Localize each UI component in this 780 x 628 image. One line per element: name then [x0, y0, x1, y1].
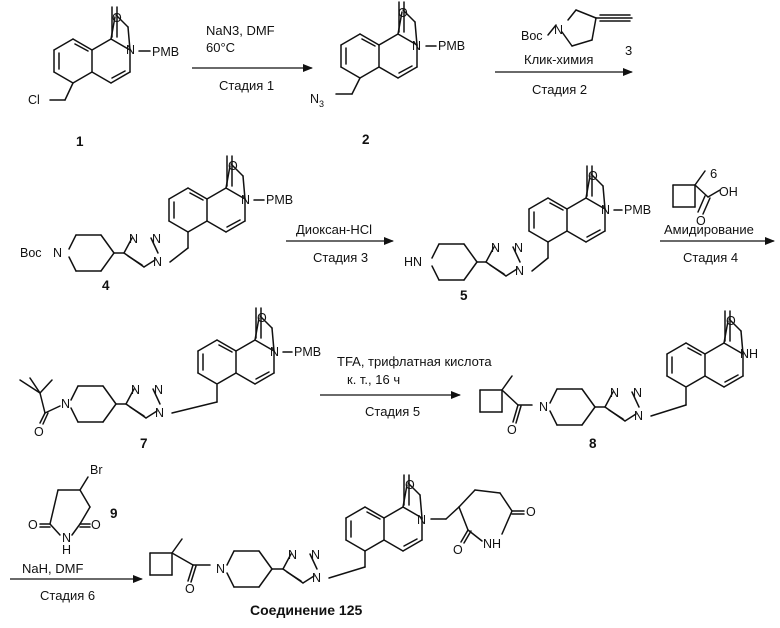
- compound-4-label: 4: [102, 278, 110, 293]
- compound-2-label: 2: [362, 132, 370, 147]
- atom-n-tz-c-7: N: [155, 406, 164, 420]
- atom-o-a-125: O: [526, 505, 536, 519]
- atom-boc-4: Boc: [20, 246, 42, 260]
- step5-label: Стадия 5: [365, 404, 420, 419]
- compound-8-structure: [480, 311, 743, 425]
- atom-o-8: O: [726, 314, 736, 328]
- atom-n-tz-b-8: N: [633, 386, 642, 400]
- step4-label: Стадия 4: [683, 250, 738, 265]
- compound-4-structure: [69, 156, 264, 271]
- compound-5-label: 5: [460, 288, 468, 303]
- atom-n-7: N: [270, 345, 279, 359]
- atom-n-tz-a-7: N: [131, 383, 140, 397]
- reagent-9-structure: [40, 477, 90, 535]
- atom-n-tz-c-5: N: [515, 264, 524, 278]
- atom-n-5: N: [601, 203, 610, 217]
- atom-n-tz-c-4: N: [153, 255, 162, 269]
- atom-o-4: O: [228, 159, 238, 173]
- step2-reagent: Клик-химия: [524, 52, 593, 67]
- atom-o-5: O: [588, 169, 598, 183]
- atom-n-4: N: [241, 193, 250, 207]
- atom-o-carbonyl-125: O: [185, 582, 195, 596]
- atom-n-tz-a-8: N: [610, 386, 619, 400]
- compound-3-label: 3: [625, 43, 632, 58]
- atom-o-125: O: [405, 478, 415, 492]
- atom-oh-6: OH: [719, 185, 738, 199]
- atom-n-tz-c-125: N: [312, 571, 321, 585]
- atom-boc-3: Boc: [521, 29, 543, 43]
- atom-o-b-125: O: [453, 543, 463, 557]
- atom-pmb-2: PMB: [438, 39, 465, 53]
- atom-n-tz-b-5: N: [514, 241, 523, 255]
- atom-pmb-5: PMB: [624, 203, 651, 217]
- compound-1-label: 1: [76, 134, 84, 149]
- atom-n-tz-c-8: N: [634, 409, 643, 423]
- atom-o-1: O: [112, 11, 122, 25]
- atom-n-tz-b-4: N: [152, 232, 161, 246]
- atom-nh-125: NH: [483, 537, 501, 551]
- atom-n-pip-8: N: [539, 400, 548, 414]
- atom-o-carbonyl-8: O: [507, 423, 517, 437]
- atom-pmb-4: PMB: [266, 193, 293, 207]
- compound-125-label: Соединение 125: [250, 602, 362, 618]
- atom-n-tz-b-125: N: [311, 548, 320, 562]
- step5-conditions: к. т., 16 ч: [347, 372, 400, 387]
- atom-n-tz-a-4: N: [129, 232, 138, 246]
- atom-n-tz-b-7: N: [154, 383, 163, 397]
- step2-label: Стадия 2: [532, 82, 587, 97]
- atom-hn-5: HN: [404, 255, 422, 269]
- step1-label: Стадия 1: [219, 78, 274, 93]
- atom-n-pip-125: N: [216, 562, 225, 576]
- atom-o-7: O: [257, 311, 267, 325]
- atom-h-9: H: [62, 543, 71, 557]
- atom-cl-1: Cl: [28, 93, 40, 107]
- step6-label: Стадия 6: [40, 588, 95, 603]
- atom-pmb-7: PMB: [294, 345, 321, 359]
- compound-9-label: 9: [110, 506, 118, 521]
- step1-reagent: NaN3, DMF: [206, 23, 275, 38]
- atom-n-2: N: [412, 39, 421, 53]
- atom-pmb-1: PMB: [152, 45, 179, 59]
- atom-n-tz-a-125: N: [288, 548, 297, 562]
- atom-nh-8: NH: [740, 347, 758, 361]
- atom-n-pip-7: N: [61, 397, 70, 411]
- step3-reagent: Диоксан-HCl: [296, 222, 372, 237]
- atom-azide-n-2: N3: [310, 92, 324, 109]
- compound-5-structure: [432, 166, 622, 280]
- step3-label: Стадия 3: [313, 250, 368, 265]
- atom-o-b-9: O: [91, 518, 101, 532]
- compound-8-label: 8: [589, 436, 597, 451]
- atom-o-a-9: O: [28, 518, 38, 532]
- step4-reagent: Амидирование: [664, 222, 754, 237]
- step6-reagent: NaH, DMF: [22, 561, 83, 576]
- atom-n-core-125: N: [417, 513, 426, 527]
- step1-temperature: 60°C: [206, 40, 235, 55]
- step5-reagent: TFA, трифлатная кислота: [337, 354, 492, 369]
- atom-n-tz-a-5: N: [491, 241, 500, 255]
- atom-n-pip-4: N: [53, 246, 62, 260]
- atom-o-carbonyl-7: O: [34, 425, 44, 439]
- atom-n-1: N: [126, 43, 135, 57]
- atom-br-9: Br: [90, 463, 103, 477]
- atom-o-2: O: [398, 6, 408, 20]
- compound-6-label: 6: [710, 166, 717, 181]
- atom-n-3: N: [554, 23, 563, 37]
- compound-125-structure: [150, 475, 524, 587]
- compound-7-label: 7: [140, 436, 148, 451]
